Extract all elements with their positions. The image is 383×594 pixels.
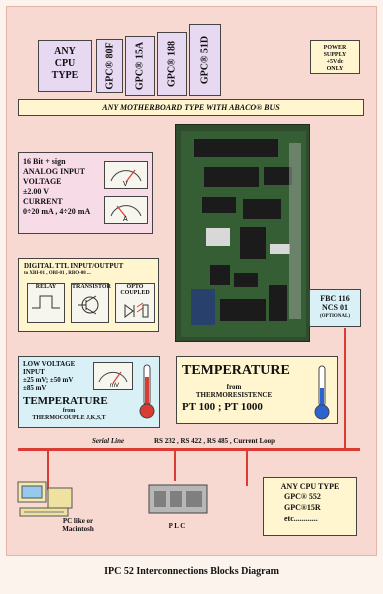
opto-icon: OPTO COUPLED xyxy=(115,283,155,323)
serial-drop-left xyxy=(47,448,49,490)
ammeter-icon: A xyxy=(104,196,148,224)
any-cpu-line: ANY xyxy=(54,46,76,57)
power-line: SUPPLY xyxy=(323,52,347,58)
gpc-80f-label: GPC® 80F xyxy=(104,42,115,90)
power-line: +5Vdc xyxy=(326,59,344,65)
plc-label: P L C xyxy=(168,522,186,530)
gpc-51d-label: GPC® 51D xyxy=(199,35,211,85)
any-cpu-box: ANY CPU TYPE xyxy=(38,40,92,92)
analog-line: 0÷20 mA , 4÷20 mA xyxy=(23,207,91,216)
thermocouple-box: LOW VOLTAGE INPUT ±25 mV; ±50 mV ±85 mV … xyxy=(18,356,160,428)
pc-label: PC like or xyxy=(62,517,94,525)
low-voltage-line: ±85 mV xyxy=(23,384,47,392)
pt-source: THERMORESISTENCE xyxy=(195,391,273,399)
voltmeter-icon: V xyxy=(104,161,148,189)
ipc52-board-photo xyxy=(175,124,310,342)
red-thermometer-icon xyxy=(139,363,155,421)
analog-line: ANALOG INPUT xyxy=(23,167,86,176)
analog-input-box: 16 Bit + sign ANALOG INPUT VOLTAGE ±2.00… xyxy=(18,152,153,234)
thermoresistence-box: TEMPERATURE from THERMORESISTENCE PT 100… xyxy=(176,356,338,424)
digital-subtitle: to XBI-01 , OBI-01 , RBO-08 ... xyxy=(24,271,91,276)
any-cpu-line: CPU xyxy=(54,58,76,69)
serial-up-line xyxy=(344,328,346,449)
fbc-box: FBC 116 NCS 01 (OPTIONAL) xyxy=(309,289,361,327)
serial-line-label: Serial Line xyxy=(92,437,125,445)
gpc-188-card: GPC® 188 xyxy=(157,32,187,96)
serial-drop-plc xyxy=(174,448,176,481)
serial-bus-line xyxy=(18,448,360,451)
fbc-line: (OPTIONAL) xyxy=(320,314,350,319)
analog-line: ±2.00 V xyxy=(23,187,50,196)
cpu-item: GPC® 552 xyxy=(284,492,321,501)
thermocouple-title: TEMPERATURE xyxy=(23,395,108,407)
digital-ttl-box: DIGITAL TTL INPUT/OUTPUT to XBI-01 , OBI… xyxy=(18,258,159,332)
pc-computer-icon xyxy=(14,478,86,522)
serial-protocols: RS 232 , RS 422 , RS 485 , Current Loop xyxy=(154,437,276,445)
gpc-188-label: GPC® 188 xyxy=(166,40,178,88)
analog-line: 16 Bit + sign xyxy=(23,157,66,166)
relay-icon: RELAY xyxy=(27,283,65,323)
transistor-icon: TRANSISTOR xyxy=(71,283,111,323)
blue-thermometer-icon xyxy=(314,364,330,422)
pc-label: Macintosh xyxy=(62,525,94,533)
plc-icon xyxy=(146,479,210,519)
board-svg xyxy=(181,131,306,337)
svg-text:A: A xyxy=(123,216,128,223)
mv-meter-icon: mV xyxy=(93,362,133,390)
pt-title: TEMPERATURE xyxy=(182,363,290,378)
gpc-51d-card: GPC® 51D xyxy=(189,24,221,96)
opto-label: OPTO COUPLED xyxy=(120,284,150,297)
motherboard-bar: ANY MOTHERBOARD TYPE WITH ABACO® BUS xyxy=(18,99,364,116)
svg-text:mV: mV xyxy=(110,383,119,389)
gpc-15a-label: GPC® 15A xyxy=(134,41,146,91)
power-line: ONLY xyxy=(326,66,344,72)
thermocouple-from: from xyxy=(62,408,76,414)
gpc-15a-card: GPC® 15A xyxy=(125,36,155,96)
cpu-item: GPC®15R xyxy=(284,503,321,512)
motherboard-label: ANY MOTHERBOARD TYPE WITH ABACO® BUS xyxy=(102,103,280,112)
relay-label: RELAY xyxy=(35,284,57,290)
power-supply-box: POWER SUPPLY +5Vdc ONLY xyxy=(310,40,360,74)
transistor-label: TRANSISTOR xyxy=(72,284,111,290)
power-line: POWER xyxy=(323,45,347,51)
cpu-item: etc............ xyxy=(284,514,318,523)
low-voltage-line: LOW VOLTAGE xyxy=(23,360,76,368)
analog-line: VOLTAGE xyxy=(23,177,62,186)
low-voltage-line: INPUT xyxy=(23,368,45,376)
any-cpu-bottom-title: ANY CPU TYPE xyxy=(280,482,340,491)
svg-text:V: V xyxy=(123,181,128,188)
gpc-80f-card: GPC® 80F xyxy=(96,39,123,93)
fbc-line: NCS 01 xyxy=(321,303,348,312)
digital-title: DIGITAL TTL INPUT/OUTPUT xyxy=(24,262,124,270)
thermocouple-source: THERMOCOUPLE J,K,S,T xyxy=(32,415,106,421)
fbc-line: FBC 116 xyxy=(320,294,350,303)
low-voltage-line: ±25 mV; ±50 mV xyxy=(23,376,74,384)
any-cpu-line: TYPE xyxy=(51,70,79,81)
pt-types: PT 100 ; PT 1000 xyxy=(182,401,263,413)
analog-line: CURRENT xyxy=(23,197,63,206)
pt-from: from xyxy=(226,383,242,391)
serial-drop-right xyxy=(246,448,248,486)
diagram-caption: IPC 52 Interconnections Blocks Diagram xyxy=(104,566,279,577)
any-cpu-bottom-box: ANY CPU TYPE GPC® 552 GPC®15R etc.......… xyxy=(263,477,357,536)
